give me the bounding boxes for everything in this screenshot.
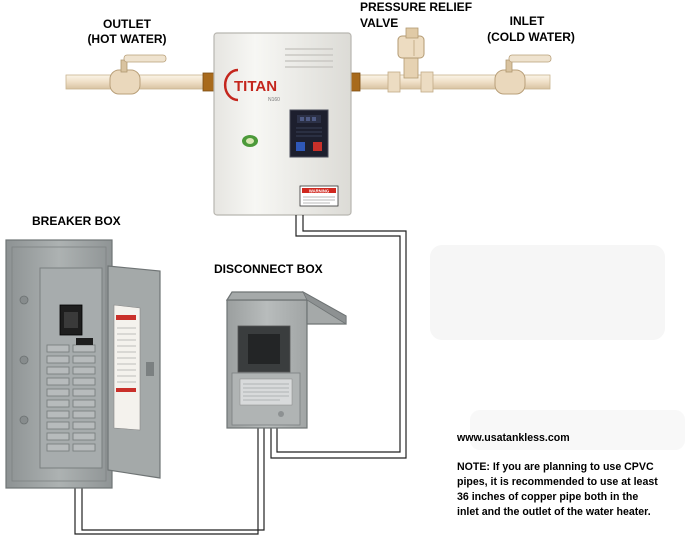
outlet-label: OUTLET [103, 17, 152, 31]
warning-sticker: WARNING [299, 185, 339, 207]
svg-text:WARNING: WARNING [309, 188, 329, 193]
breaker-box-label: BREAKER BOX [32, 214, 121, 228]
note-line-3: 36 inches of copper pipe both in the [457, 491, 638, 503]
website-text: www.usatankless.com [456, 432, 570, 444]
heater-vents [285, 48, 333, 68]
disconnect-box [225, 291, 347, 429]
note-line-2: pipes, it is recommended to use at least [457, 476, 658, 488]
outlet-brass-fitting [202, 72, 216, 92]
note-line-1: NOTE: If you are planning to use CPVC [457, 461, 654, 473]
note-line-4: inlet and the outlet of the water heater… [457, 506, 651, 518]
hot-button-icon [313, 142, 322, 151]
outlet-sublabel: (HOT WATER) [87, 32, 166, 46]
breaker-switch [76, 338, 93, 345]
disconnect-box-label: DISCONNECT BOX [214, 262, 323, 276]
breaker-rows [46, 344, 96, 452]
svg-text:N160: N160 [268, 97, 280, 103]
energy-badge-icon [242, 135, 258, 147]
background-smudges [430, 245, 685, 450]
outlet-shutoff-valve [109, 54, 167, 95]
titan-logo: TITAN N160 [223, 68, 280, 103]
cold-button-icon [296, 142, 305, 151]
tankless-water-heater: TITAN N160 WARNING [213, 32, 352, 216]
inlet-label: INLET [510, 14, 545, 28]
pressure-relief-sublabel: VALVE [360, 16, 398, 30]
electrical-wires [74, 215, 407, 535]
heater-control-panel [289, 109, 329, 158]
inlet-shutoff-valve [494, 54, 552, 95]
inlet-sublabel: (COLD WATER) [487, 30, 575, 44]
brand-text: TITAN [234, 78, 277, 95]
pressure-relief-valve [397, 27, 425, 79]
pressure-relief-label: PRESSURE RELIEF [360, 0, 472, 14]
breaker-box [5, 239, 161, 489]
door-latch [146, 362, 154, 376]
